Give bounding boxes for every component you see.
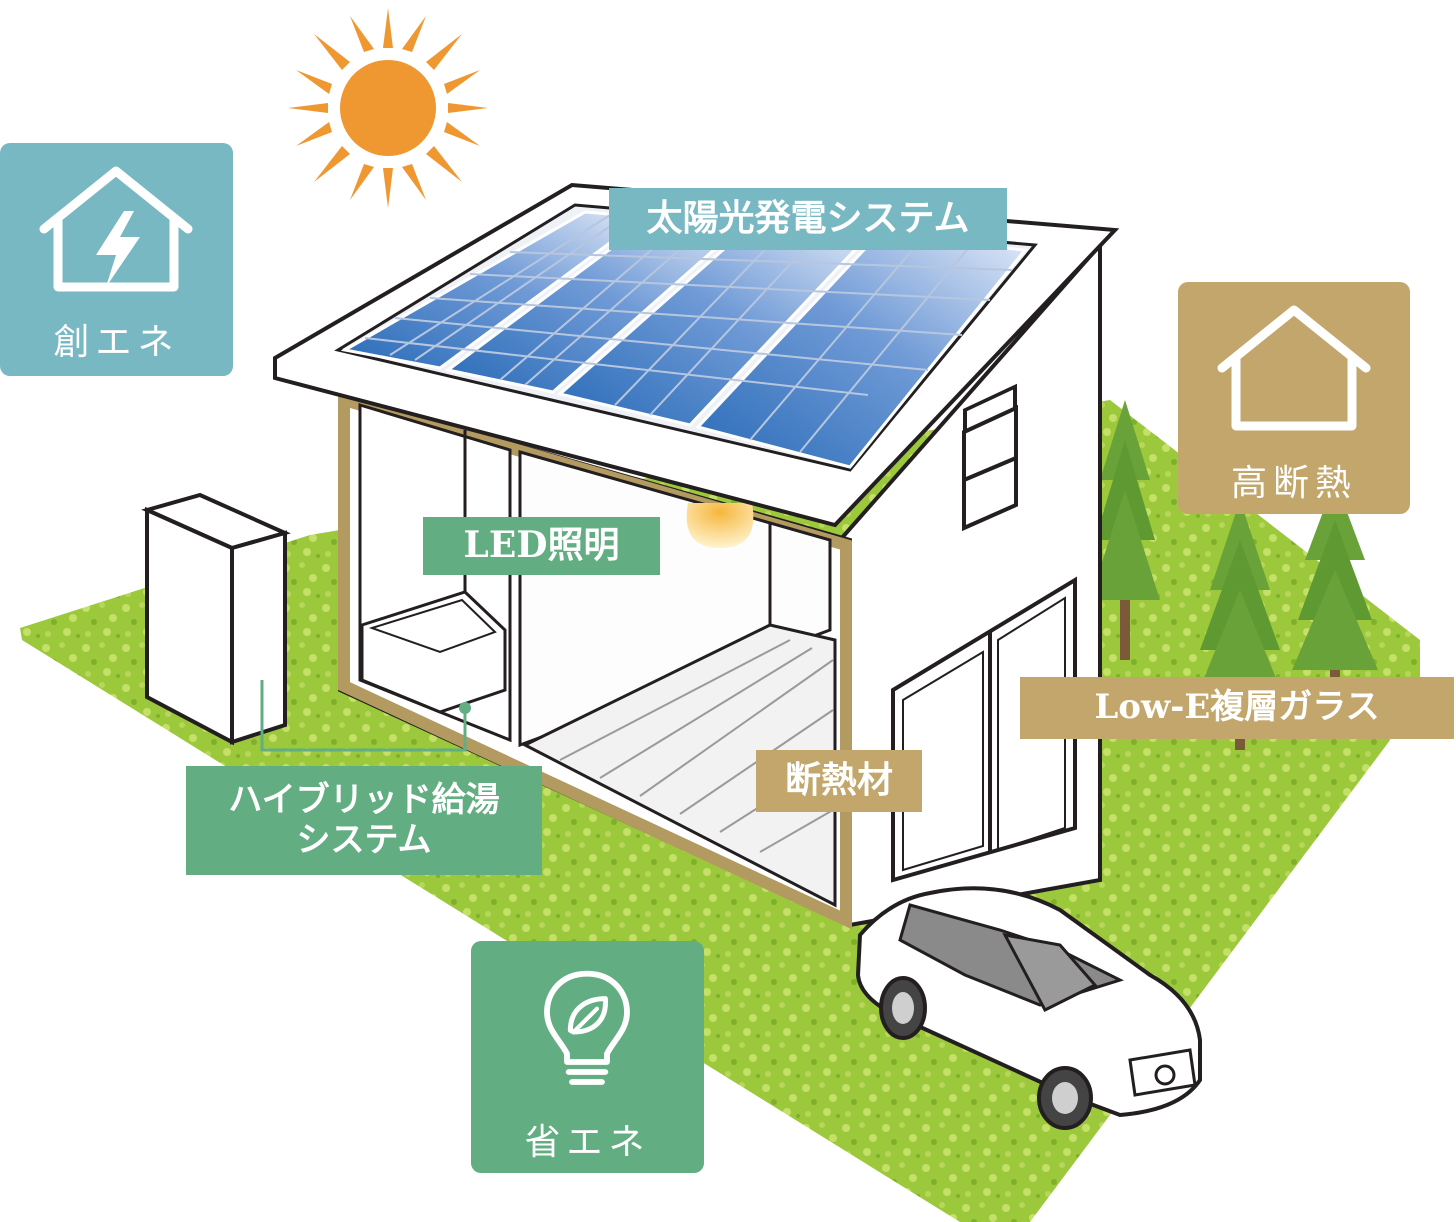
save-energy-badge: 省エネ <box>471 941 704 1173</box>
pipe-line <box>260 680 467 752</box>
create-energy-label: 創エネ <box>53 322 180 363</box>
floor <box>521 623 837 908</box>
led-light-icon <box>686 503 754 548</box>
solar-power-label: 太陽光発電システム <box>609 188 1007 250</box>
high-insulation-label: 高断熱 <box>1230 463 1357 504</box>
save-energy-label: 省エネ <box>524 1122 651 1163</box>
house-lightning-icon <box>39 166 193 292</box>
trees <box>1090 400 1378 750</box>
high-insulation-badge: 高断熱 <box>1178 282 1410 514</box>
led-lighting-label: LED照明 <box>423 517 660 575</box>
house-outline-icon <box>1217 305 1371 431</box>
car-icon <box>855 886 1202 1130</box>
hybrid-label-line1: ハイブリッド給湯 <box>228 780 500 821</box>
sun-icon <box>288 8 488 208</box>
create-energy-badge: 創エネ <box>0 143 233 376</box>
solar-panels <box>340 210 1028 469</box>
lightbulb-leaf-icon <box>544 970 630 1085</box>
hybrid-water-heater-label: ハイブリッド給湯 システム <box>186 766 542 875</box>
water-heater-unit <box>141 492 291 746</box>
low-e-glass-label: Low-E複層ガラス <box>1020 677 1454 739</box>
insulation-material-label: 断熱材 <box>756 750 922 812</box>
hybrid-label-line2: システム <box>296 819 432 860</box>
